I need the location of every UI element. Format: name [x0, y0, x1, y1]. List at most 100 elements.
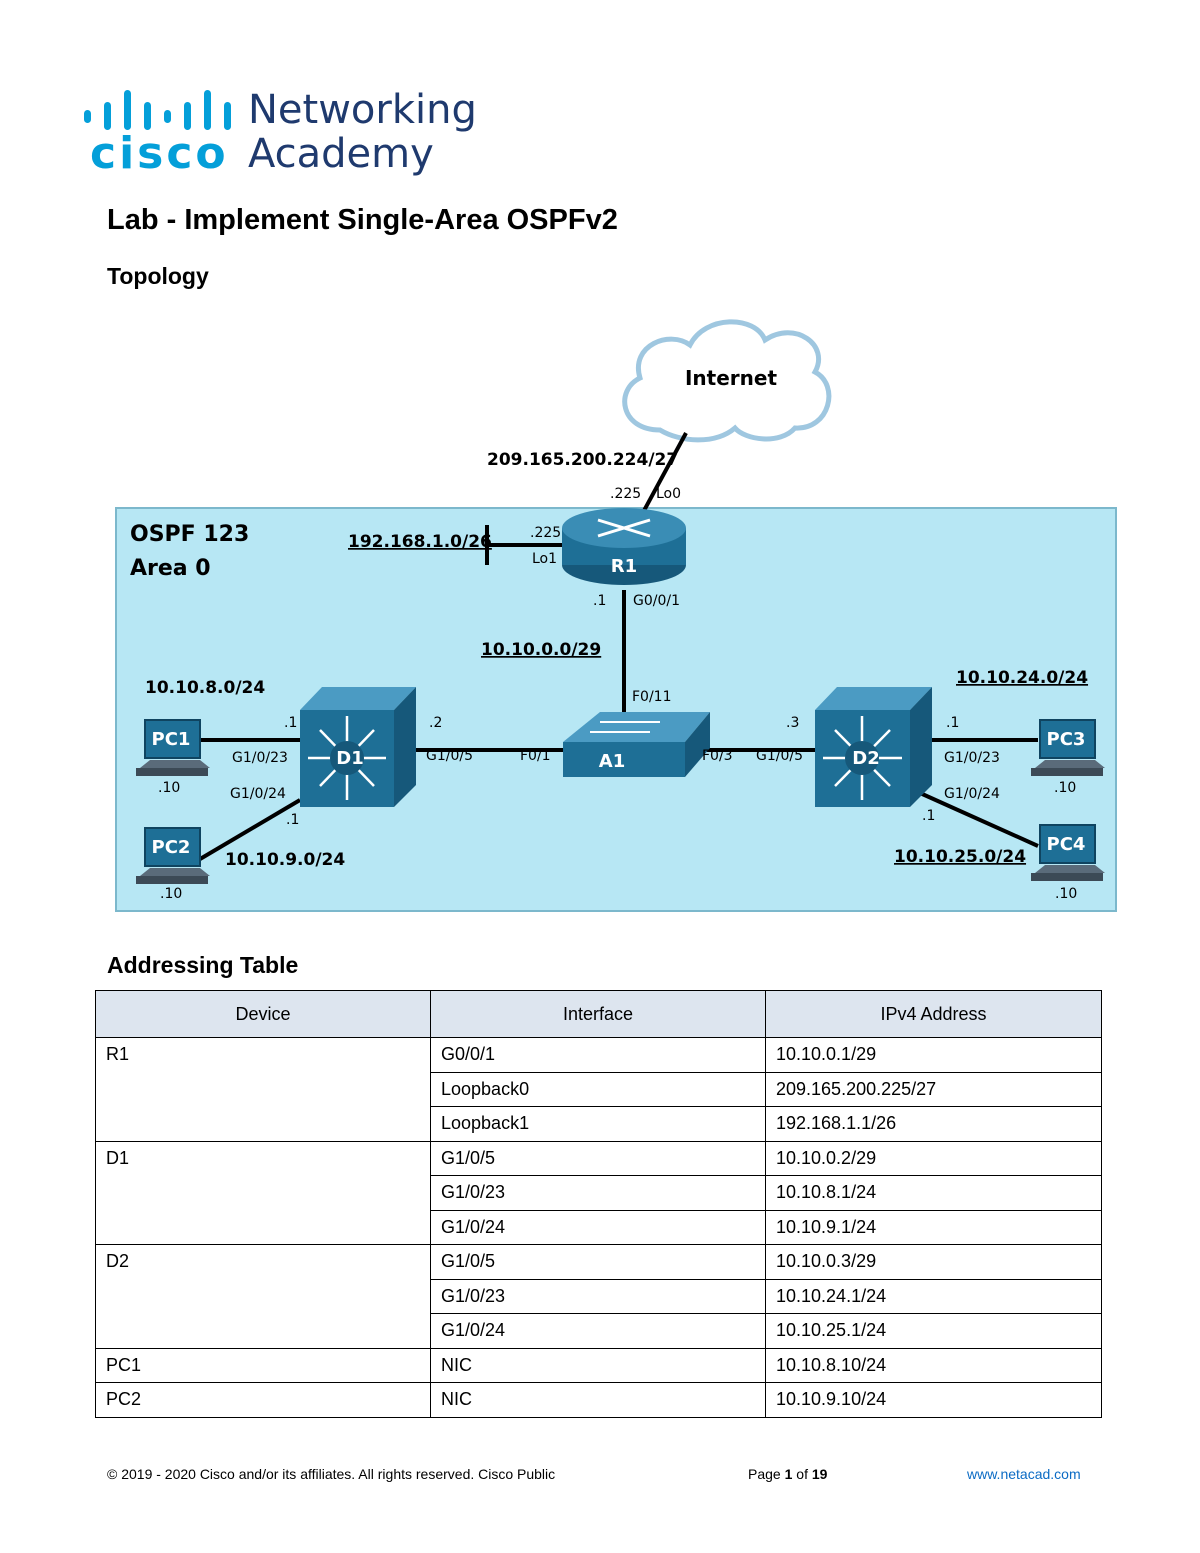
device-cell: D2 — [95, 1244, 431, 1349]
port-d1-g24: G1/0/24 — [230, 786, 286, 802]
column-header: IPv4 Address — [765, 990, 1102, 1038]
device-cell: PC2 — [95, 1382, 431, 1418]
interface-cell: NIC — [430, 1347, 766, 1383]
table-row: G1/0/24 10.10.25.1/24 — [96, 1313, 1102, 1349]
pc3-label: PC3 — [1047, 729, 1086, 750]
pc1-label: PC1 — [152, 729, 191, 750]
internet-cloud-icon — [622, 319, 832, 443]
table-row: Loopback1 192.168.1.1/26 — [96, 1106, 1102, 1142]
port-r1-lo0-host: .225 — [610, 486, 641, 502]
pc4-label: PC4 — [1047, 834, 1086, 855]
router-r1-icon — [562, 508, 686, 585]
cloud-label: Internet — [685, 366, 777, 390]
address-cell: 10.10.24.1/24 — [765, 1278, 1102, 1314]
address-cell: 209.165.200.225/27 — [765, 1071, 1102, 1107]
port-d2-g5-host: .3 — [786, 715, 799, 731]
footer-copyright: © 2019 - 2020 Cisco and/or its affiliate… — [107, 1466, 556, 1482]
interface-cell: G0/0/1 — [430, 1037, 766, 1073]
table-row: Loopback0 209.165.200.225/27 — [96, 1071, 1102, 1107]
interface-cell: G1/0/5 — [430, 1244, 766, 1280]
pc4-host: .10 — [1055, 886, 1077, 902]
port-d2-g24: G1/0/24 — [944, 786, 1000, 802]
interface-cell: Loopback1 — [430, 1106, 766, 1142]
pc2-label: PC2 — [152, 837, 191, 858]
interface-cell: G1/0/24 — [430, 1209, 766, 1245]
website-link[interactable]: www.netacad.com — [967, 1466, 1081, 1482]
interface-cell: G1/0/5 — [430, 1140, 766, 1176]
column-header: Device — [95, 990, 431, 1038]
port-d2-g5: G1/0/5 — [756, 748, 803, 764]
port-d1-g24-host: .1 — [286, 812, 299, 828]
address-cell: 10.10.9.10/24 — [765, 1382, 1102, 1418]
interface-cell: Loopback0 — [430, 1071, 766, 1107]
address-cell: 10.10.0.3/29 — [765, 1244, 1102, 1280]
interface-cell: G1/0/23 — [430, 1175, 766, 1211]
address-cell: 10.10.8.10/24 — [765, 1347, 1102, 1383]
pc3-icon — [1031, 719, 1105, 776]
table-row: D2 G1/0/5 10.10.0.3/29 — [95, 1244, 1102, 1349]
device-label-a1: A1 — [599, 751, 625, 772]
pc2-icon — [136, 827, 210, 884]
net-pc3: 10.10.24.0/24 — [956, 668, 1088, 688]
address-cell: 10.10.9.1/24 — [765, 1209, 1102, 1245]
device-label-r1: R1 — [611, 556, 637, 577]
port-d2-g23: G1/0/23 — [944, 750, 1000, 766]
of-word: of — [796, 1466, 808, 1482]
address-cell: 10.10.8.1/24 — [765, 1175, 1102, 1211]
table-row: R1 G0/0/1 10.10.0.1/29 — [95, 1037, 1102, 1142]
column-header: Interface — [430, 990, 766, 1038]
port-a1-f01: F0/1 — [520, 748, 551, 764]
port-r1-lo1-host: .225 — [530, 525, 561, 541]
port-r1-lo1: Lo1 — [532, 551, 557, 567]
net-pc4: 10.10.25.0/24 — [894, 847, 1026, 867]
switch-a1-icon — [563, 712, 710, 777]
topology-diagram: OSPF 123 Area 0 Internet R1 — [115, 319, 1117, 912]
footer-website[interactable]: www.netacad.com — [967, 1465, 1081, 1483]
device-label-d1: D1 — [336, 748, 363, 769]
address-cell: 10.10.0.2/29 — [765, 1140, 1102, 1176]
port-d1-g23: G1/0/23 — [232, 750, 288, 766]
port-r1-g: G0/0/1 — [633, 593, 680, 609]
interface-cell: G1/0/24 — [430, 1313, 766, 1349]
page-current: 1 — [784, 1466, 793, 1482]
academy-wordmark: Networking Academy — [248, 88, 477, 176]
table-row: PC2 NIC 10.10.9.10/24 — [95, 1382, 1102, 1418]
pc4-icon — [1031, 824, 1105, 881]
table-row: PC1 NIC 10.10.8.10/24 — [95, 1347, 1102, 1383]
pc1-icon — [136, 719, 210, 776]
pc1-host: .10 — [158, 780, 180, 796]
device-cell: PC1 — [95, 1347, 431, 1383]
table-row: G1/0/24 10.10.9.1/24 — [96, 1209, 1102, 1245]
addressing-table: Device Interface IPv4 Address R1 G0/0/1 … — [95, 990, 1102, 1418]
net-internet: 209.165.200.224/27 — [487, 450, 678, 470]
port-r1-g-host: .1 — [593, 593, 606, 609]
cisco-logo-icon: cisco — [84, 90, 231, 179]
area-sub: Area 0 — [130, 556, 211, 581]
device-cell: R1 — [95, 1037, 431, 1142]
address-cell: 10.10.0.1/29 — [765, 1037, 1102, 1073]
table-header-row: Device Interface IPv4 Address — [95, 990, 1102, 1038]
page-total: 19 — [811, 1466, 828, 1482]
multilayer-switch-d2-icon — [815, 687, 932, 807]
pc2-host: .10 — [160, 886, 182, 902]
port-a1-f03: F0/3 — [702, 748, 733, 764]
port-r1-lo0: Lo0 — [656, 486, 681, 502]
port-d1-g5-host: .2 — [429, 715, 442, 731]
area-title: OSPF 123 — [130, 522, 249, 547]
topology-heading: Topology — [107, 263, 209, 289]
port-a1-f011: F0/11 — [632, 689, 672, 705]
net-lo1: 192.168.1.0/26 — [348, 532, 492, 552]
address-cell: 10.10.25.1/24 — [765, 1313, 1102, 1349]
port-d1-g5: G1/0/5 — [426, 748, 473, 764]
pc3-host: .10 — [1054, 780, 1076, 796]
brand-line-academy: Academy — [248, 131, 434, 177]
net-pc1: 10.10.8.0/24 — [145, 678, 265, 698]
device-cell: D1 — [95, 1140, 431, 1245]
brand-line-networking: Networking — [248, 87, 477, 133]
addressing-heading: Addressing Table — [107, 952, 299, 978]
page-title: Lab - Implement Single-Area OSPFv2 — [107, 204, 618, 236]
interface-cell: NIC — [430, 1382, 766, 1418]
port-d2-g24-host: .1 — [922, 808, 935, 824]
footer-page-number: Page 1 of 19 — [748, 1465, 827, 1483]
multilayer-switch-d1-icon — [300, 687, 416, 807]
